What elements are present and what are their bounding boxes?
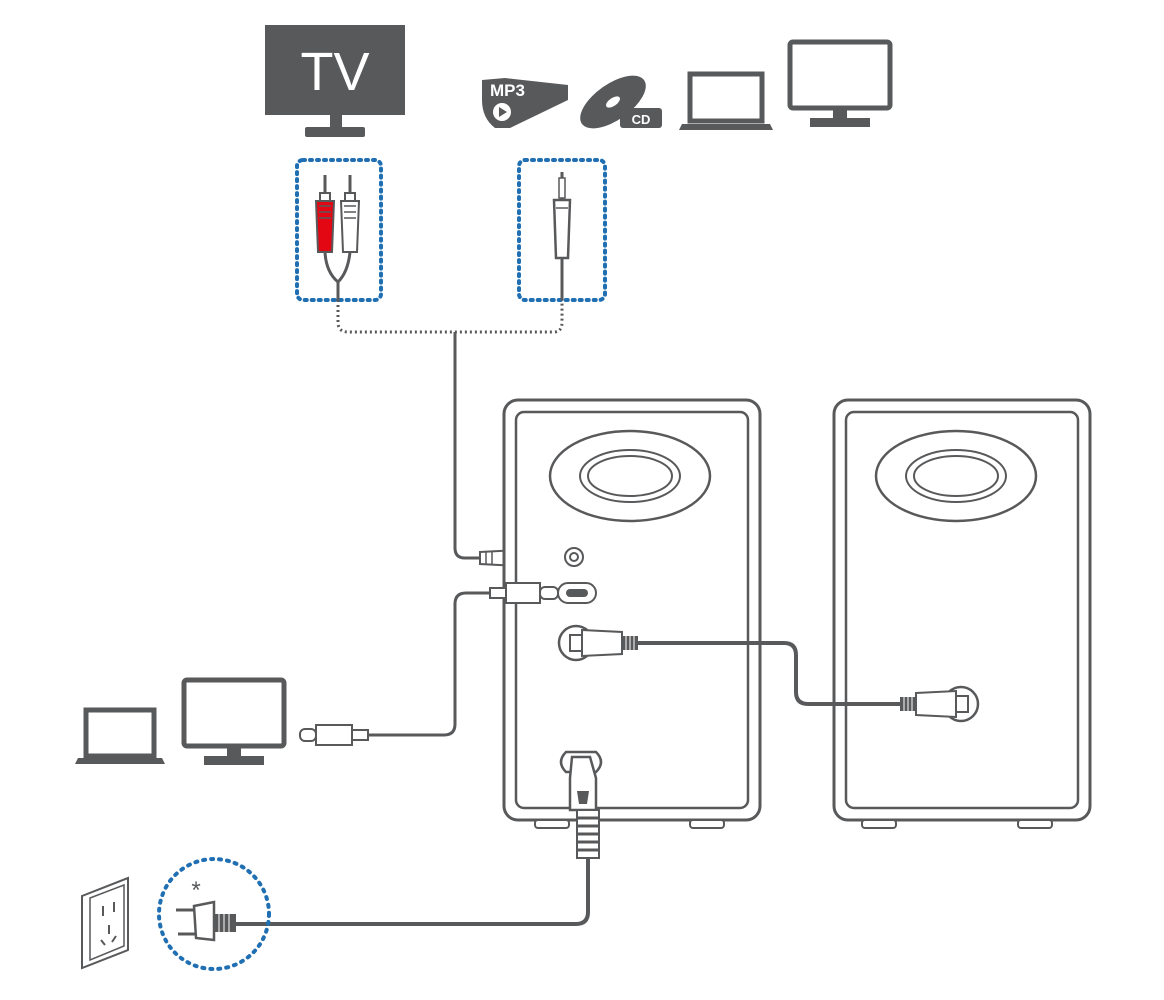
mp3-label: MP3 [490,81,525,100]
usb-c-plug-icon [299,724,369,746]
mp3-player-icon: MP3 [482,78,568,128]
tv-icon: TV [265,25,405,137]
tv-label: TV [300,42,369,102]
power-cable [234,858,590,926]
speaker-icon [502,398,762,829]
usb-cable [368,591,490,737]
power-plug-icon: * [157,857,271,971]
rca-plug-icon [295,158,383,302]
power-outlet-icon [81,876,129,970]
speaker-link-cable [569,628,969,719]
laptop-icon [75,707,165,764]
cd-label: CD [632,112,651,127]
aux-cable [453,332,480,560]
laptop-icon [679,71,773,130]
usb-c-plug-icon [489,582,559,604]
dotted-connector-line [336,300,564,334]
aux-plug-icon [517,158,607,302]
monitor-icon [181,677,287,765]
cd-icon: CD [580,75,662,129]
monitor-icon [787,39,893,127]
asterisk-note: * [191,877,200,904]
speaker-icon [832,398,1092,829]
power-plug-icon [568,755,600,859]
